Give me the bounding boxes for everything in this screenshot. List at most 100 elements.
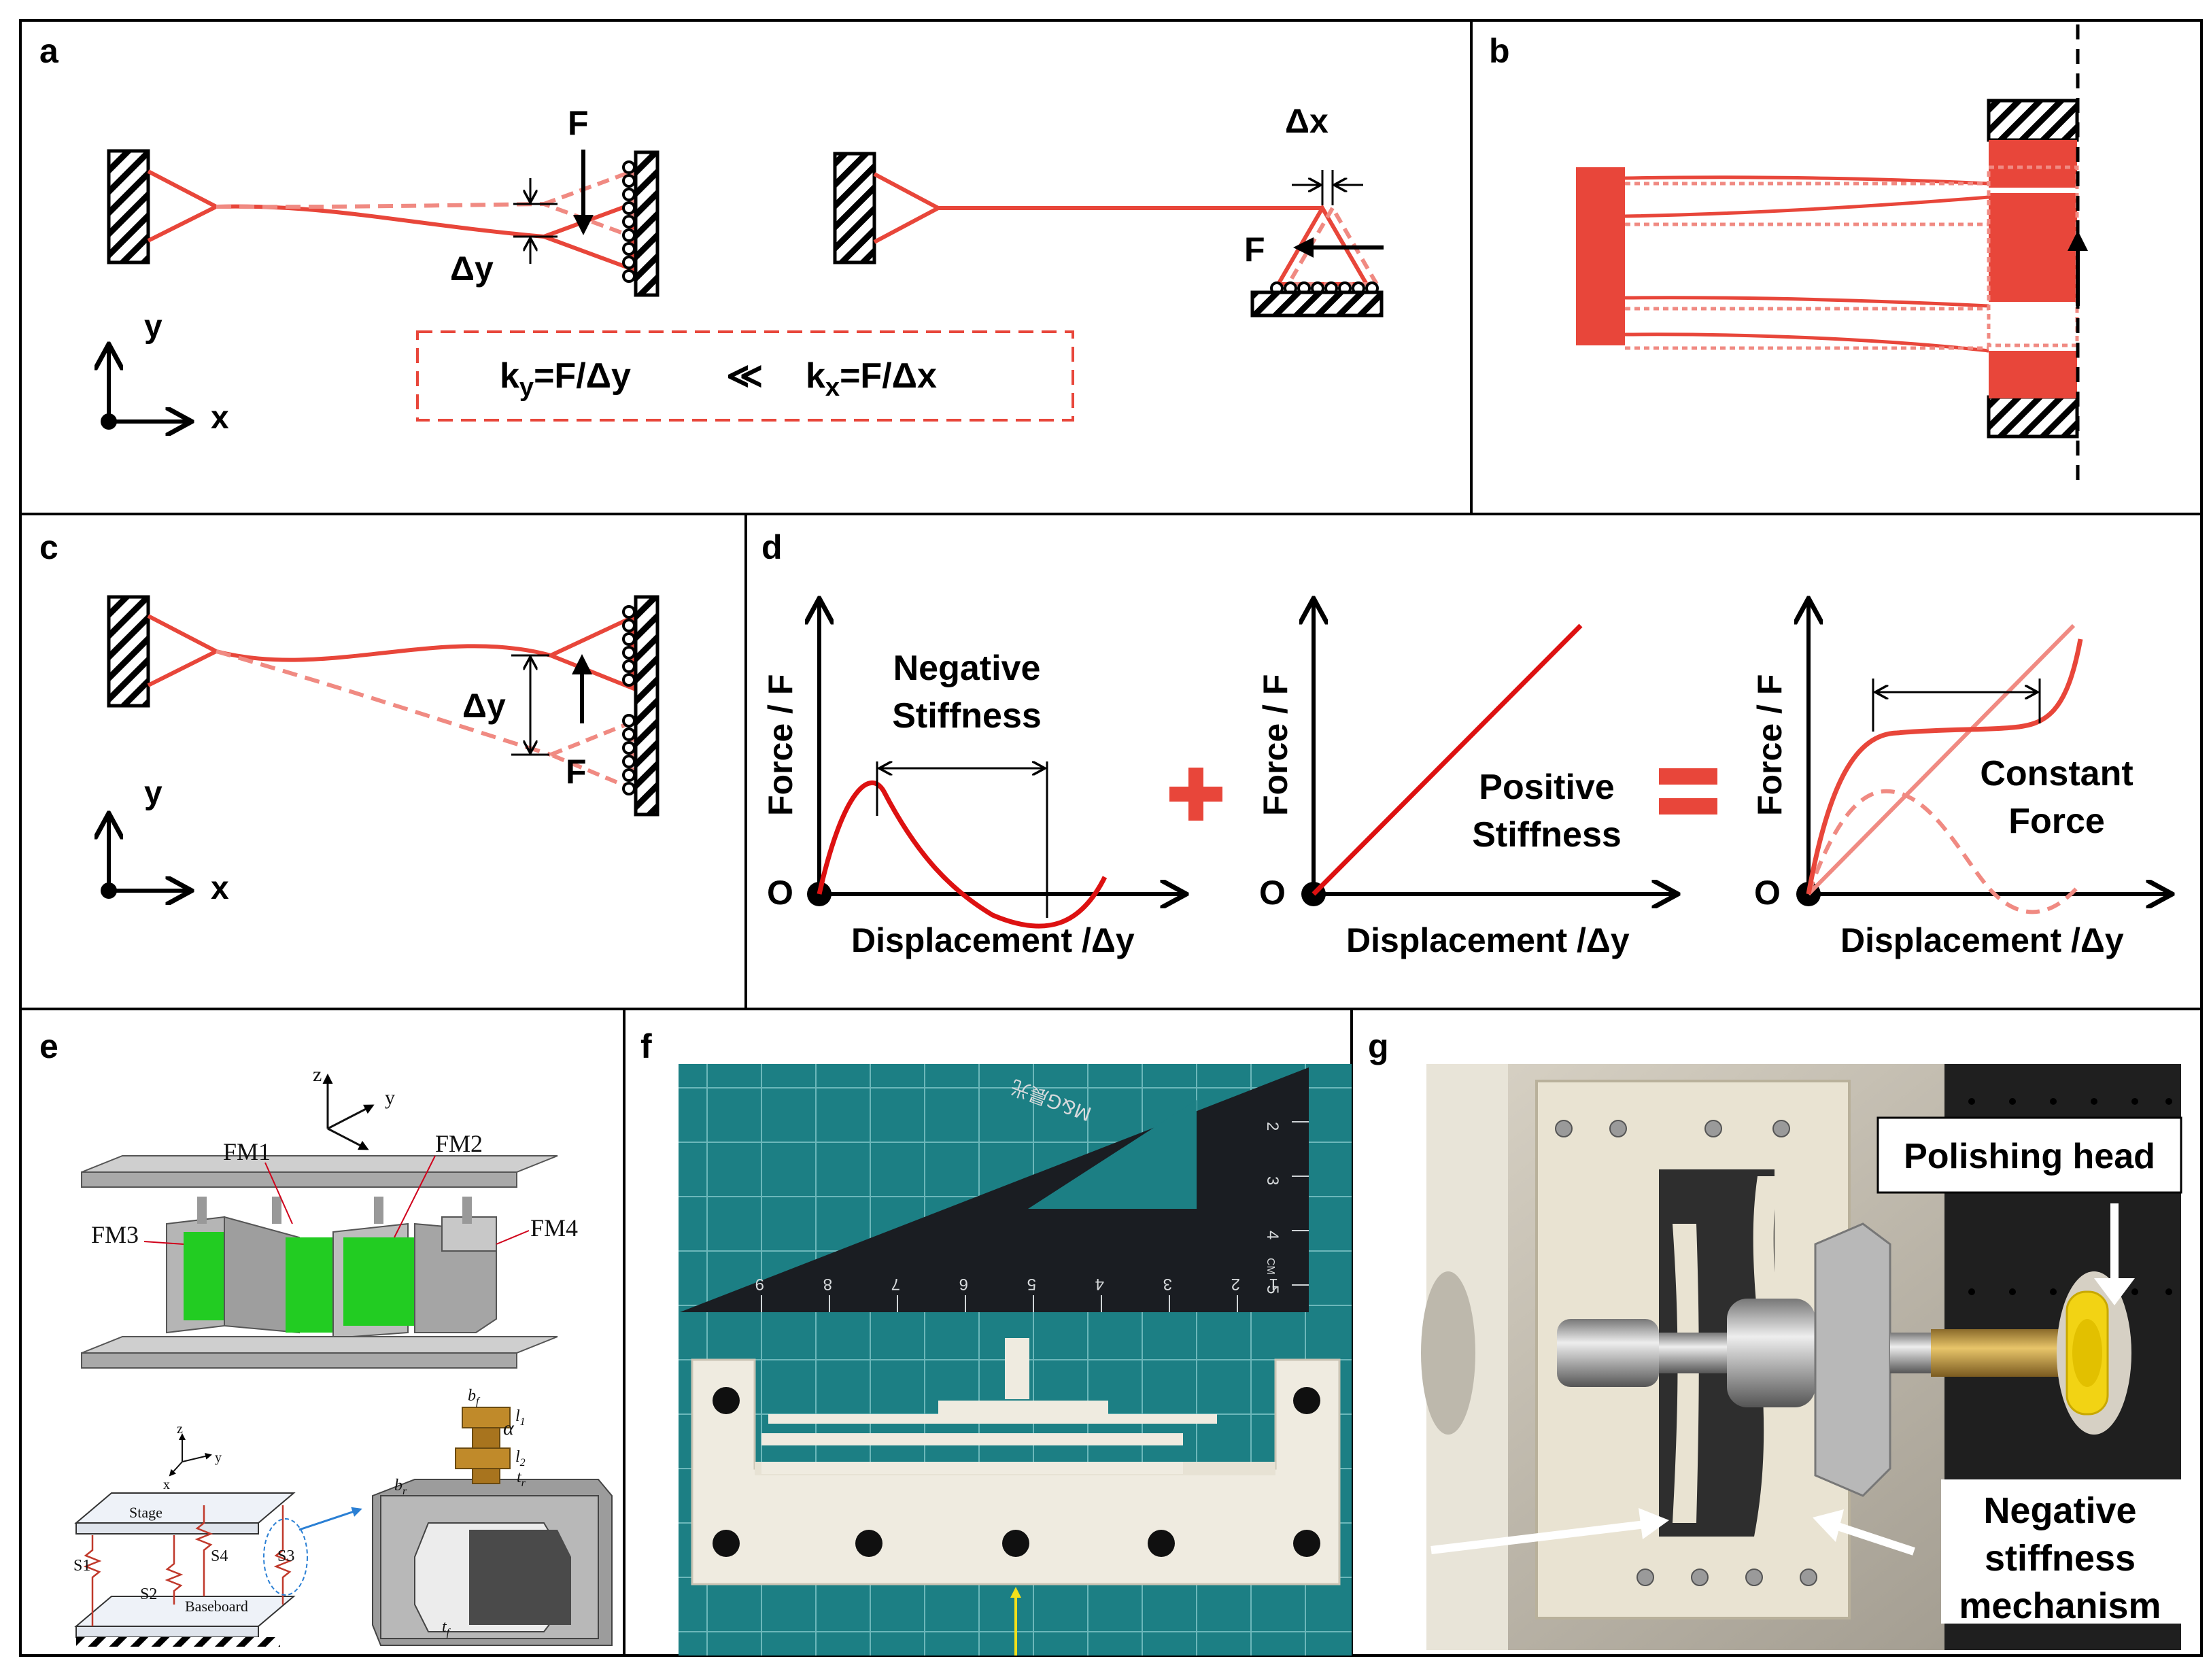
mechanism-arrowhead-left [1639, 1508, 1669, 1539]
negative-stiffness-curve [817, 780, 1108, 929]
top-plate-side [81, 1171, 517, 1188]
right-wall [634, 595, 659, 817]
annotation-line2: Stiffness [1472, 815, 1622, 855]
y-label: y [385, 1086, 395, 1109]
ruler-cutout [1028, 1100, 1197, 1209]
positive-component-line [1806, 623, 2076, 896]
connector [374, 1197, 383, 1224]
y-axis-label: y [144, 309, 162, 345]
svg-text:4: 4 [1263, 1231, 1282, 1239]
x-axis-label: Displacement /Δy [1840, 921, 2124, 959]
leader-lines [143, 1155, 530, 1245]
annotation-line1: Negative [893, 649, 1041, 688]
right-block-mid [1989, 193, 2077, 302]
bf-label: bf [468, 1387, 481, 1407]
fixed-wall [107, 595, 150, 708]
l2-label: l2 [515, 1448, 526, 1469]
polishing-head-arrowhead [2094, 1278, 2135, 1305]
roller-support [622, 160, 636, 283]
svg-text:8: 8 [823, 1275, 832, 1293]
svg-text:3: 3 [1263, 1176, 1282, 1185]
svg-text:2: 2 [1231, 1275, 1240, 1293]
equals-sign-bottom [1659, 798, 1717, 815]
fm1-label: FM1 [223, 1138, 271, 1165]
small-y-label: y [215, 1450, 222, 1465]
detail-circle [263, 1518, 308, 1596]
mechanism-arrowhead-right [1813, 1509, 1844, 1542]
z-label: z [313, 1063, 322, 1086]
origin-label: O [767, 874, 793, 912]
detail-arrow [298, 1507, 362, 1531]
y-axis-label: Force / F [761, 674, 800, 816]
annotation-line2: Stiffness [892, 696, 1042, 736]
panel-label-d: d [761, 528, 783, 566]
ground-hatch [76, 1637, 280, 1647]
panel-label-c: c [39, 528, 58, 566]
origin-label: O [1259, 874, 1286, 912]
yellow-pointer-head [1010, 1587, 1021, 1598]
svg-text:9: 9 [755, 1275, 764, 1293]
beams-original [1625, 165, 2079, 350]
mechanism-label-line2: stiffness [1985, 1538, 2136, 1579]
mechanism-label-line1: Negative [1983, 1490, 2136, 1531]
polishing-head-label: Polishing head [1904, 1137, 2155, 1176]
force-label: F [566, 753, 587, 791]
x-axis-label: x [211, 400, 229, 436]
dy-label: Δy [450, 250, 494, 288]
dy-label: Δy [462, 687, 506, 725]
beam-root-right [873, 172, 943, 244]
ruler-numbers: 9 8 7 6 5 4 3 2 1 2 3 4 5 CM [755, 1122, 1282, 1294]
roller-support [622, 605, 636, 795]
left-block [1576, 167, 1625, 345]
bearing [1727, 1299, 1815, 1407]
beam-root [147, 614, 221, 687]
pillow-block [1814, 1222, 1891, 1497]
panel-a: F Δy F Δx y x ky=F/Δy [101, 102, 1384, 436]
right-wall [634, 150, 659, 297]
svg-text:4: 4 [1095, 1275, 1104, 1293]
shaft [1659, 1333, 1727, 1373]
fm2-label: FM2 [435, 1130, 483, 1157]
bottom-plate-side [81, 1352, 517, 1369]
s4-label: S4 [211, 1547, 228, 1565]
annotation-line1: Positive [1479, 768, 1614, 807]
ground [1250, 290, 1384, 318]
panel-label-b: b [1489, 32, 1510, 70]
stage-label: Stage [129, 1504, 162, 1521]
small-y-axis [182, 1452, 212, 1462]
mechanism-label-box [1941, 1479, 2181, 1624]
plot-constant-force: O Force / F Displacement /Δy Constant Fo… [1751, 598, 2172, 959]
flexure-modules [166, 1216, 497, 1339]
beam-tip [545, 614, 634, 691]
alpha-label: α [503, 1417, 515, 1439]
svg-text:5: 5 [1263, 1285, 1282, 1294]
force-label-right: F [1244, 230, 1265, 269]
origin-label: O [1754, 874, 1781, 912]
fm3-label: FM3 [91, 1221, 139, 1248]
panel-label-a: a [39, 32, 59, 70]
panel-e: z y x FM1 FM2 FM3 FM4 [73, 1063, 613, 1647]
x-axis-label: Displacement /Δy [1346, 921, 1630, 959]
plus-sign-v [1188, 768, 1203, 821]
y-axis [327, 1104, 375, 1130]
s1-label: S1 [73, 1557, 90, 1575]
panel-d: O Force / F Displacement /Δy Negative St… [761, 598, 2172, 959]
bottom-plate [81, 1336, 558, 1354]
small-x-axis [169, 1461, 183, 1477]
right-block-top [1989, 140, 2077, 188]
stage-plate [74, 1492, 296, 1524]
small-z-label: z [177, 1422, 183, 1437]
negative-component-curve [1806, 789, 2083, 914]
screws [1555, 1120, 1817, 1586]
svg-text:7: 7 [891, 1275, 900, 1293]
s2-label: S2 [140, 1585, 157, 1603]
baseboard-plate-side [75, 1626, 259, 1638]
force-label-left: F [568, 104, 589, 142]
polishing-head-center [2072, 1319, 2102, 1387]
s3-label: S3 [277, 1547, 294, 1565]
ruler-ticks [761, 1121, 1309, 1312]
polishing-head-label-box [1876, 1116, 2182, 1194]
svg-text:5: 5 [1027, 1275, 1036, 1293]
baseboard-label: Baseboard [185, 1598, 248, 1615]
equation-relation: ≪ [726, 356, 763, 396]
